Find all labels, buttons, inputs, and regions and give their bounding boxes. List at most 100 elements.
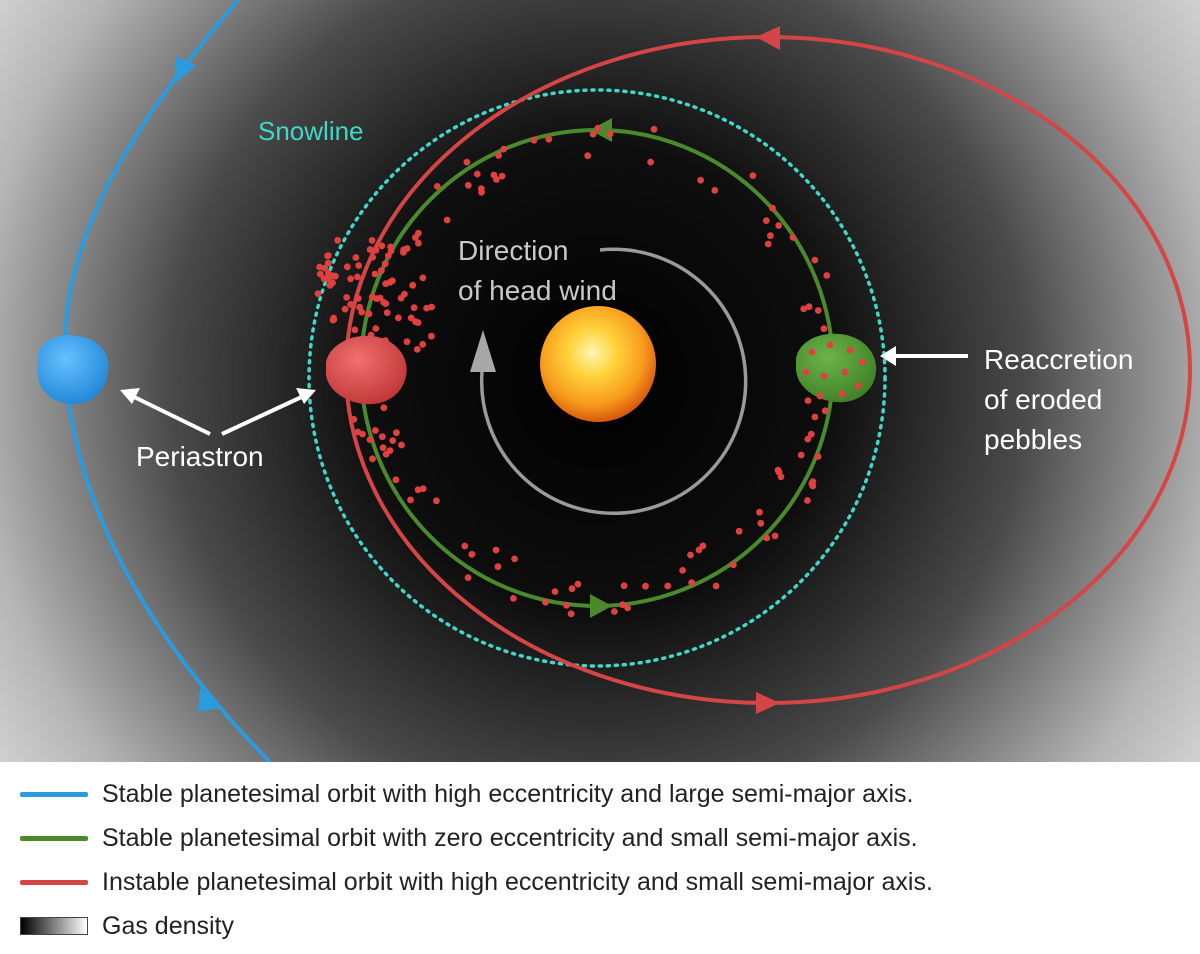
- pebble: [433, 497, 440, 505]
- pebble: [712, 582, 720, 590]
- pebble: [498, 172, 506, 180]
- pebble: [414, 319, 422, 326]
- pebble: [530, 136, 538, 144]
- legend-item-red: Instable planetesimal orbit with high ec…: [20, 862, 933, 902]
- pebble: [764, 240, 772, 248]
- pebble: [775, 222, 783, 229]
- pebble: [735, 527, 743, 535]
- pebble: [763, 534, 771, 542]
- pebble: [729, 561, 737, 569]
- pebble: [838, 390, 846, 398]
- pebble: [395, 314, 402, 322]
- pebble: [419, 485, 427, 493]
- pebble: [805, 303, 813, 311]
- pebble: [771, 532, 779, 540]
- pebble: [387, 243, 394, 251]
- green-planetesimal-pebbles: [802, 341, 866, 400]
- pebble: [809, 478, 817, 486]
- pebble: [563, 601, 570, 609]
- pebble: [392, 476, 400, 484]
- pebble: [343, 294, 350, 301]
- pebble: [410, 304, 418, 311]
- pebble: [377, 267, 385, 275]
- pebble: [757, 519, 765, 527]
- reaccretion-label-line: pebbles: [984, 424, 1083, 455]
- star: [540, 306, 656, 422]
- pebble: [821, 407, 829, 415]
- headwind-label-line: of head wind: [458, 275, 617, 306]
- pebble: [841, 368, 849, 376]
- pebble: [762, 217, 770, 225]
- pebble: [789, 234, 797, 241]
- pebble: [398, 441, 405, 449]
- pebble: [749, 172, 757, 180]
- pebble: [545, 135, 553, 143]
- pebble: [767, 232, 774, 240]
- legend-swatch-green: [20, 835, 88, 841]
- legend-swatch-blue: [20, 791, 88, 797]
- pebble: [687, 551, 694, 559]
- pebble: [368, 293, 376, 301]
- pebble: [343, 263, 351, 271]
- periastron-arrowhead-red: [296, 388, 316, 404]
- pebble: [371, 270, 379, 278]
- pebble: [324, 252, 331, 260]
- reaccretion-arrowhead: [880, 346, 896, 366]
- pebble: [711, 187, 719, 194]
- headwind-label: Direction of head wind: [458, 231, 617, 311]
- pebble: [769, 204, 776, 212]
- pebble: [369, 455, 376, 463]
- pebble: [369, 253, 376, 261]
- pebble: [664, 582, 672, 590]
- pebble: [820, 325, 828, 333]
- reaccretion-label-line: of eroded: [984, 384, 1103, 415]
- pebble: [461, 542, 469, 550]
- legend: Stable planetesimal orbit with high ecce…: [0, 772, 1200, 954]
- pebble: [584, 152, 592, 160]
- pebble: [807, 430, 815, 438]
- pebble: [611, 608, 618, 615]
- pebble: [330, 314, 337, 322]
- legend-text: Stable planetesimal orbit with zero ecce…: [102, 823, 918, 852]
- pebble: [846, 346, 854, 354]
- legend-text: Stable planetesimal orbit with high ecce…: [102, 779, 914, 808]
- green-orbit-arrow: [590, 118, 612, 142]
- pebble: [814, 453, 822, 460]
- pebble: [808, 348, 816, 356]
- pebble: [368, 237, 376, 244]
- pebble: [415, 239, 422, 247]
- pebble: [372, 427, 379, 434]
- pebble: [510, 595, 517, 602]
- pebble: [389, 437, 397, 444]
- red-planetesimal: [325, 335, 407, 405]
- pebble: [642, 582, 649, 590]
- orbit-diagram: [0, 0, 1200, 762]
- pebble: [384, 252, 392, 260]
- pebble: [697, 176, 704, 184]
- legend-item-blue: Stable planetesimal orbit with high ecce…: [20, 774, 913, 814]
- pebble: [350, 415, 358, 423]
- pebble: [372, 325, 380, 332]
- pebble: [389, 277, 396, 285]
- pebble: [401, 290, 408, 298]
- pebble: [688, 579, 696, 587]
- pebble: [811, 413, 819, 421]
- pebble: [316, 263, 323, 271]
- pebble: [804, 497, 811, 504]
- pebble: [647, 158, 654, 166]
- periastron-arrowhead-blue: [120, 388, 140, 404]
- pebble: [351, 326, 359, 334]
- pebble: [433, 183, 441, 190]
- pebble: [352, 254, 360, 261]
- pebble: [500, 145, 508, 153]
- pebble: [393, 429, 400, 437]
- reaccretion-label-line: Reaccretion: [984, 344, 1134, 375]
- pebble: [356, 303, 363, 311]
- periastron-arrow-blue: [127, 392, 211, 436]
- pebble: [551, 588, 559, 595]
- red-orbit-arrow: [756, 692, 780, 714]
- pebble: [494, 563, 502, 571]
- pebble: [407, 496, 414, 504]
- pebble: [606, 130, 614, 138]
- legend-text: Gas density: [102, 911, 235, 940]
